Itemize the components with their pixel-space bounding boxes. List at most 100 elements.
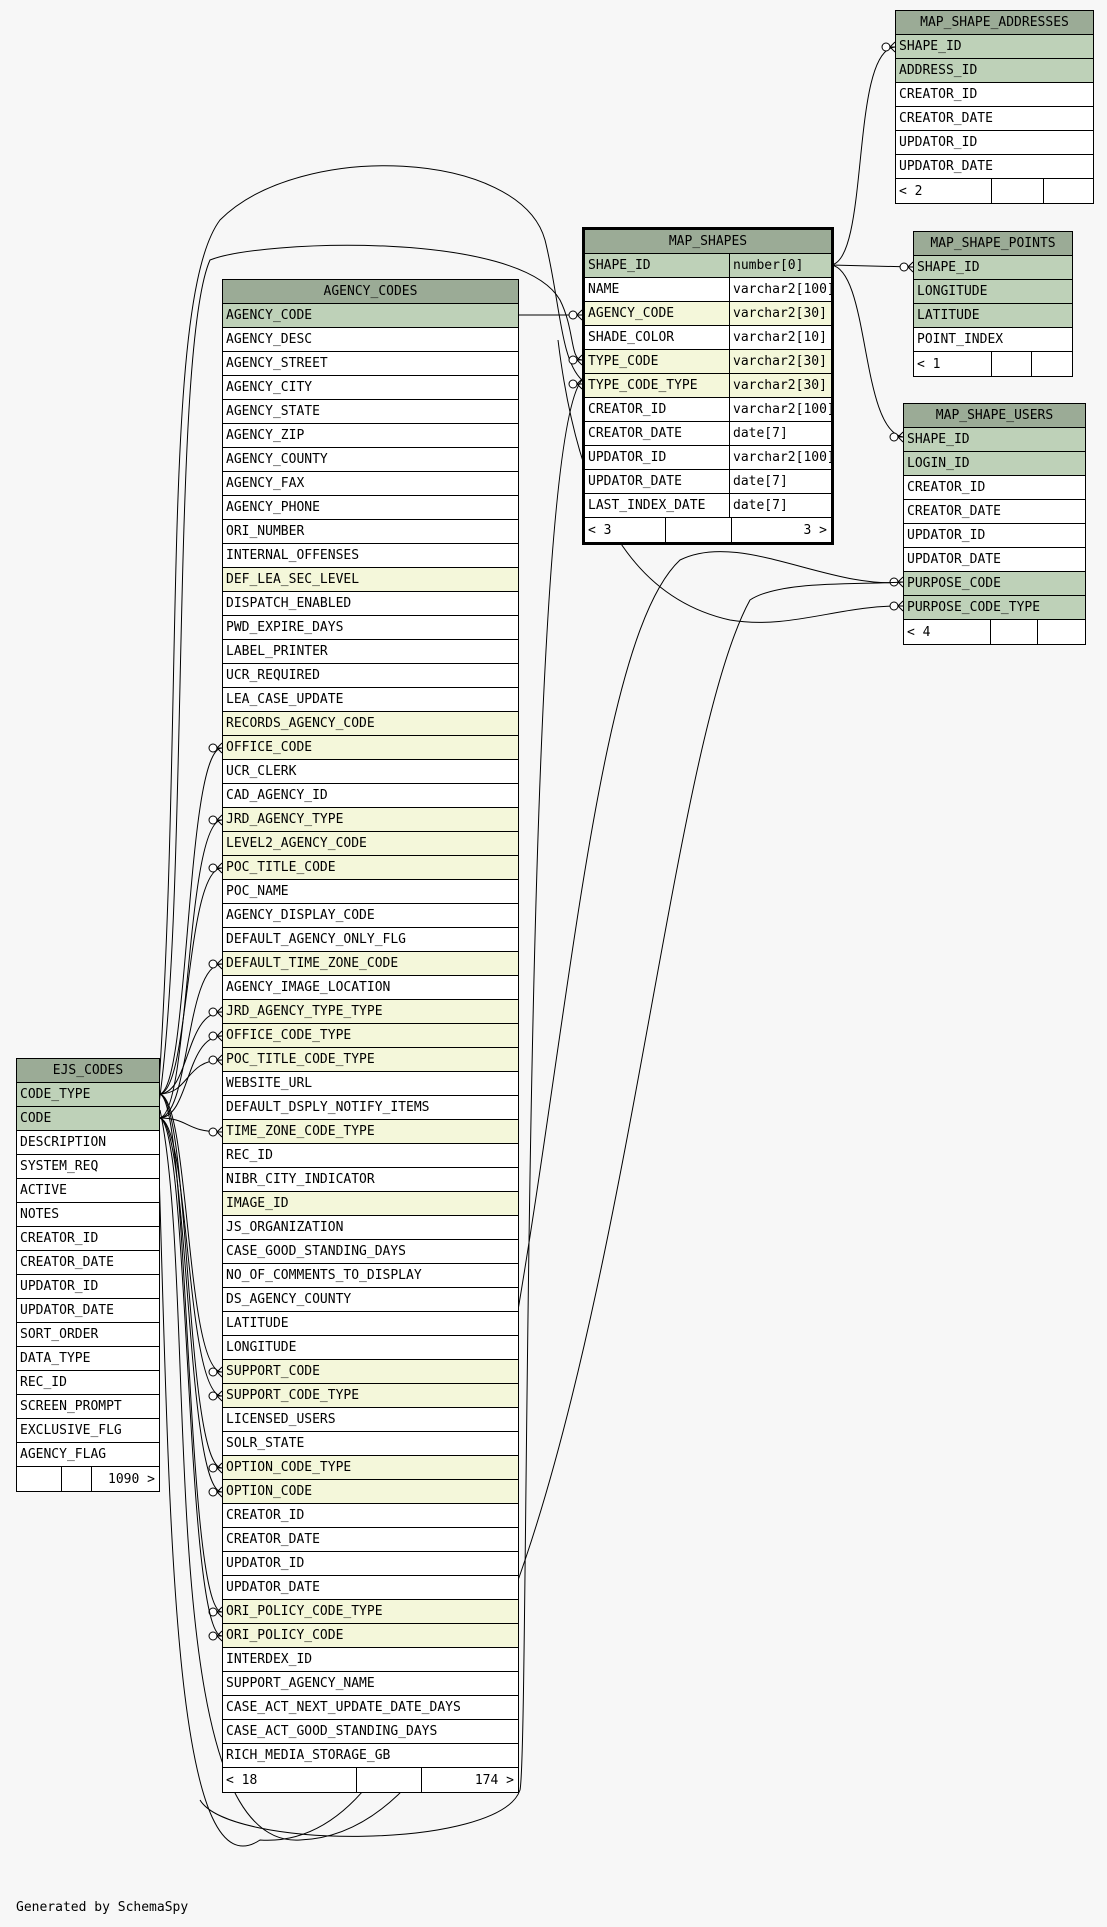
column-agency-code[interactable]: AGENCY_CODE [223,304,518,328]
column-longitude[interactable]: LONGITUDE [223,1336,518,1360]
column-creator-id[interactable]: CREATOR_ID [904,476,1085,500]
column-agency-display-code[interactable]: AGENCY_DISPLAY_CODE [223,904,518,928]
column-updator-date[interactable]: UPDATOR_DATE [17,1299,159,1323]
column-exclusive-flg[interactable]: EXCLUSIVE_FLG [17,1419,159,1443]
column-office-code-type[interactable]: OFFICE_CODE_TYPE [223,1024,518,1048]
column-agency-flag[interactable]: AGENCY_FLAG [17,1443,159,1467]
column-nibr-city-indicator[interactable]: NIBR_CITY_INDICATOR [223,1168,518,1192]
column-default-time-zone-code[interactable]: DEFAULT_TIME_ZONE_CODE [223,952,518,976]
column-case-good-standing-days[interactable]: CASE_GOOD_STANDING_DAYS [223,1240,518,1264]
column-creator-id[interactable]: CREATOR_ID [896,83,1093,107]
column-case-act-good-standing-days[interactable]: CASE_ACT_GOOD_STANDING_DAYS [223,1720,518,1744]
column-creator-date[interactable]: CREATOR_DATE [896,107,1093,131]
column-updator-date[interactable]: UPDATOR_DATE [223,1576,518,1600]
column-cad-agency-id[interactable]: CAD_AGENCY_ID [223,784,518,808]
column-agency-zip[interactable]: AGENCY_ZIP [223,424,518,448]
column-jrd-agency-type-type[interactable]: JRD_AGENCY_TYPE_TYPE [223,1000,518,1024]
column-purpose-code-type[interactable]: PURPOSE_CODE_TYPE [904,596,1085,620]
column-creator-date[interactable]: CREATOR_DATE [17,1251,159,1275]
column-agency-phone[interactable]: AGENCY_PHONE [223,496,518,520]
column-support-agency-name[interactable]: SUPPORT_AGENCY_NAME [223,1672,518,1696]
column-ucr-required[interactable]: UCR_REQUIRED [223,664,518,688]
column-image-id[interactable]: IMAGE_ID [223,1192,518,1216]
column-support-code[interactable]: SUPPORT_CODE [223,1360,518,1384]
column-jrd-agency-type[interactable]: JRD_AGENCY_TYPE [223,808,518,832]
column-support-code-type[interactable]: SUPPORT_CODE_TYPE [223,1384,518,1408]
column-point-index[interactable]: POINT_INDEX [914,328,1072,352]
column-default-dsply-notify-items[interactable]: DEFAULT_DSPLY_NOTIFY_ITEMS [223,1096,518,1120]
column-login-id[interactable]: LOGIN_ID [904,452,1085,476]
column-code[interactable]: CODE [17,1107,159,1131]
column-data-type[interactable]: DATA_TYPE [17,1347,159,1371]
column-interdex-id[interactable]: INTERDEX_ID [223,1648,518,1672]
column-case-act-next-update-date-days[interactable]: CASE_ACT_NEXT_UPDATE_DATE_DAYS [223,1696,518,1720]
column-office-code[interactable]: OFFICE_CODE [223,736,518,760]
column-internal-offenses[interactable]: INTERNAL_OFFENSES [223,544,518,568]
column-shape-id[interactable]: SHAPE_ID [904,428,1085,452]
column-creator-date[interactable]: CREATOR_DATE [904,500,1085,524]
column-agency-county[interactable]: AGENCY_COUNTY [223,448,518,472]
column-label-printer[interactable]: LABEL_PRINTER [223,640,518,664]
column-shape-id[interactable]: SHAPE_ID [914,256,1072,280]
column-latitude[interactable]: LATITUDE [914,304,1072,328]
column-default-agency-only-flg[interactable]: DEFAULT_AGENCY_ONLY_FLG [223,928,518,952]
column-pwd-expire-days[interactable]: PWD_EXPIRE_DAYS [223,616,518,640]
column-solr-state[interactable]: SOLR_STATE [223,1432,518,1456]
column-option-code[interactable]: OPTION_CODE [223,1480,518,1504]
column-ori-number[interactable]: ORI_NUMBER [223,520,518,544]
column-latitude[interactable]: LATITUDE [223,1312,518,1336]
column-updator-date[interactable]: UPDATOR_DATE [904,548,1085,572]
column-records-agency-code[interactable]: RECORDS_AGENCY_CODE [223,712,518,736]
column-updator-date[interactable]: UPDATOR_DATE [896,155,1093,179]
column-creator-id[interactable]: CREATOR_ID [223,1504,518,1528]
column-agency-city[interactable]: AGENCY_CITY [223,376,518,400]
column-ds-agency-county[interactable]: DS_AGENCY_COUNTY [223,1288,518,1312]
column-creator-date[interactable]: CREATOR_DATE [223,1528,518,1552]
column-rec-id[interactable]: REC_ID [223,1144,518,1168]
column-option-code-type[interactable]: OPTION_CODE_TYPE [223,1456,518,1480]
column-screen-prompt[interactable]: SCREEN_PROMPT [17,1395,159,1419]
column-website-url[interactable]: WEBSITE_URL [223,1072,518,1096]
column-ori-policy-code-type[interactable]: ORI_POLICY_CODE_TYPE [223,1600,518,1624]
column-longitude[interactable]: LONGITUDE [914,280,1072,304]
column-address-id[interactable]: ADDRESS_ID [896,59,1093,83]
column-updator-id[interactable]: UPDATOR_ID [904,524,1085,548]
column-dispatch-enabled[interactable]: DISPATCH_ENABLED [223,592,518,616]
column-ori-policy-code[interactable]: ORI_POLICY_CODE [223,1624,518,1648]
column-shape-id[interactable]: SHAPE_ID [896,35,1093,59]
column-sort-order[interactable]: SORT_ORDER [17,1323,159,1347]
column-ucr-clerk[interactable]: UCR_CLERK [223,760,518,784]
column-agency-fax[interactable]: AGENCY_FAX [223,472,518,496]
column-rec-id[interactable]: REC_ID [17,1371,159,1395]
column-agency-street[interactable]: AGENCY_STREET [223,352,518,376]
column-updator-id[interactable]: UPDATOR_ID [17,1275,159,1299]
column-system-req[interactable]: SYSTEM_REQ [17,1155,159,1179]
column-lea-case-update[interactable]: LEA_CASE_UPDATE [223,688,518,712]
column-creator-id[interactable]: CREATOR_ID [17,1227,159,1251]
column-poc-title-code[interactable]: POC_TITLE_CODE [223,856,518,880]
column-js-organization[interactable]: JS_ORGANIZATION [223,1216,518,1240]
column-code-type[interactable]: CODE_TYPE [17,1083,159,1107]
column-poc-title-code-type[interactable]: POC_TITLE_CODE_TYPE [223,1048,518,1072]
column-updator-id[interactable]: UPDATOR_ID [896,131,1093,155]
column-description[interactable]: DESCRIPTION [17,1131,159,1155]
column-agency-state[interactable]: AGENCY_STATE [223,400,518,424]
column-no-of-comments-to-display[interactable]: NO_OF_COMMENTS_TO_DISPLAY [223,1264,518,1288]
